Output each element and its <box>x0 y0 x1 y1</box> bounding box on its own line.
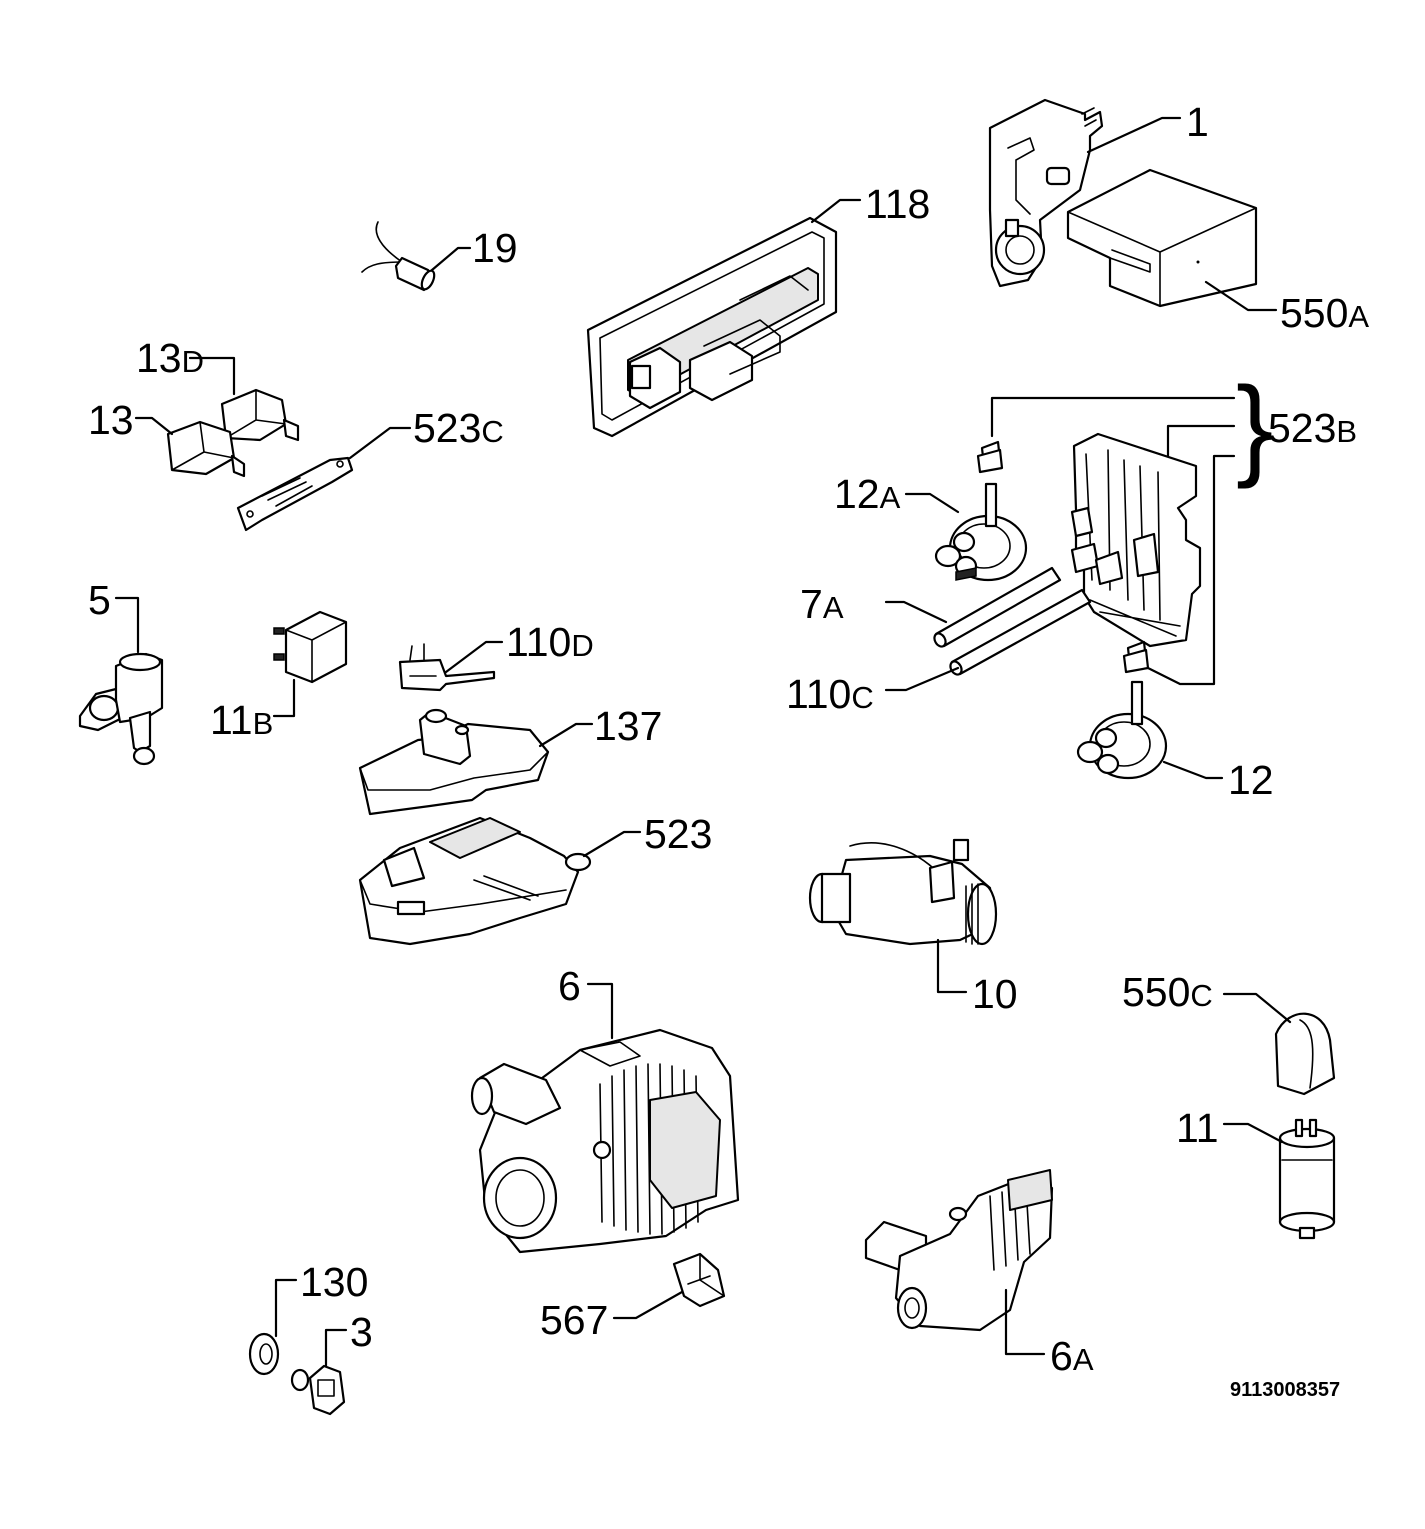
part-19-sensor <box>361 221 436 292</box>
label-130: 130 <box>300 1259 368 1305</box>
label-523b: 523B <box>1268 405 1357 451</box>
leader-13d <box>188 356 236 396</box>
part-523c-bracket <box>236 456 354 532</box>
leader-11 <box>1222 1122 1284 1144</box>
leader-523b-low <box>1138 454 1236 686</box>
part-11-capacitor <box>1278 1118 1336 1240</box>
part-550c-cap <box>1274 1012 1336 1096</box>
leader-5 <box>114 596 140 654</box>
part-110c-hose <box>933 566 1062 648</box>
part-13d-switch <box>220 388 300 442</box>
part-567-clip <box>672 1252 726 1308</box>
leader-1 <box>1086 116 1182 154</box>
label-110c: 7A <box>800 581 844 627</box>
leader-3 <box>324 1328 348 1368</box>
leader-523 <box>582 830 642 858</box>
label-13d: 13D <box>136 335 204 381</box>
part-7a-element <box>398 643 496 692</box>
label-137: 137 <box>594 703 662 749</box>
leader-550c <box>1222 992 1292 1024</box>
label-523: 523 <box>644 811 712 857</box>
leader-19 <box>430 246 472 272</box>
leader-110d <box>884 666 960 692</box>
label-7a: 110D <box>506 619 594 665</box>
leader-523b-top <box>990 396 1236 438</box>
part-137-cover <box>358 708 550 816</box>
label-118: 118 <box>865 181 930 227</box>
part-13-switch <box>166 420 246 478</box>
part-11b-relay <box>273 610 348 684</box>
part-118-housing <box>586 216 838 438</box>
label-550c: 550C <box>1122 969 1213 1015</box>
label-110d: 110C <box>786 671 874 717</box>
label-19: 19 <box>472 225 518 271</box>
part-130-seal <box>248 1332 280 1376</box>
leader-130 <box>274 1278 298 1338</box>
part-523b-bracket-left: } <box>1236 364 1273 489</box>
document-number: 9113008357 <box>1230 1379 1340 1401</box>
label-6a: 6A <box>1050 1333 1094 1379</box>
leader-13 <box>134 416 174 436</box>
leader-7a <box>444 640 504 674</box>
part-523b-restrictor-top <box>976 440 1004 474</box>
part-5-inlet-valve <box>78 652 164 766</box>
leader-11b <box>272 678 296 718</box>
part-12a-pressure-switch <box>934 482 1028 582</box>
brace-523b: } <box>1236 364 1273 489</box>
part-523-base <box>358 816 592 946</box>
part-6a-drain-pump <box>864 1169 1054 1332</box>
part-523b-restrictor-low <box>1122 640 1150 674</box>
label-6: 6 <box>558 963 581 1009</box>
label-550a: 550A <box>1280 290 1369 336</box>
part-10-heater <box>808 838 998 946</box>
leader-118 <box>810 198 862 224</box>
label-10: 10 <box>972 971 1018 1017</box>
label-13: 13 <box>88 397 134 443</box>
leader-12 <box>1162 760 1224 780</box>
label-12: 12 <box>1228 757 1274 803</box>
leader-523c <box>348 426 412 460</box>
part-12-pressure-switch <box>1076 680 1168 780</box>
part-1-timer <box>988 98 1104 288</box>
label-5: 5 <box>88 577 111 623</box>
part-3-plug <box>290 1364 346 1416</box>
label-567: 567 <box>540 1297 608 1343</box>
part-550a-cover <box>1066 168 1258 308</box>
leader-550a <box>1204 280 1278 312</box>
leader-6 <box>586 982 614 1040</box>
leader-6a <box>1004 1288 1046 1356</box>
leader-567 <box>612 1290 684 1320</box>
label-1: 1 <box>1186 99 1209 145</box>
leader-10 <box>936 938 968 994</box>
label-523c: 523C <box>413 405 504 451</box>
leader-12a <box>904 492 960 514</box>
leader-110c <box>884 600 948 624</box>
label-11: 11 <box>1176 1105 1219 1151</box>
part-6-pump-motor <box>470 1028 740 1254</box>
part-523b-manifold <box>1070 432 1202 648</box>
label-12a: 12A <box>834 471 901 517</box>
label-11b: 11B <box>210 697 273 743</box>
label-3: 3 <box>350 1309 373 1355</box>
leader-137 <box>538 722 594 748</box>
